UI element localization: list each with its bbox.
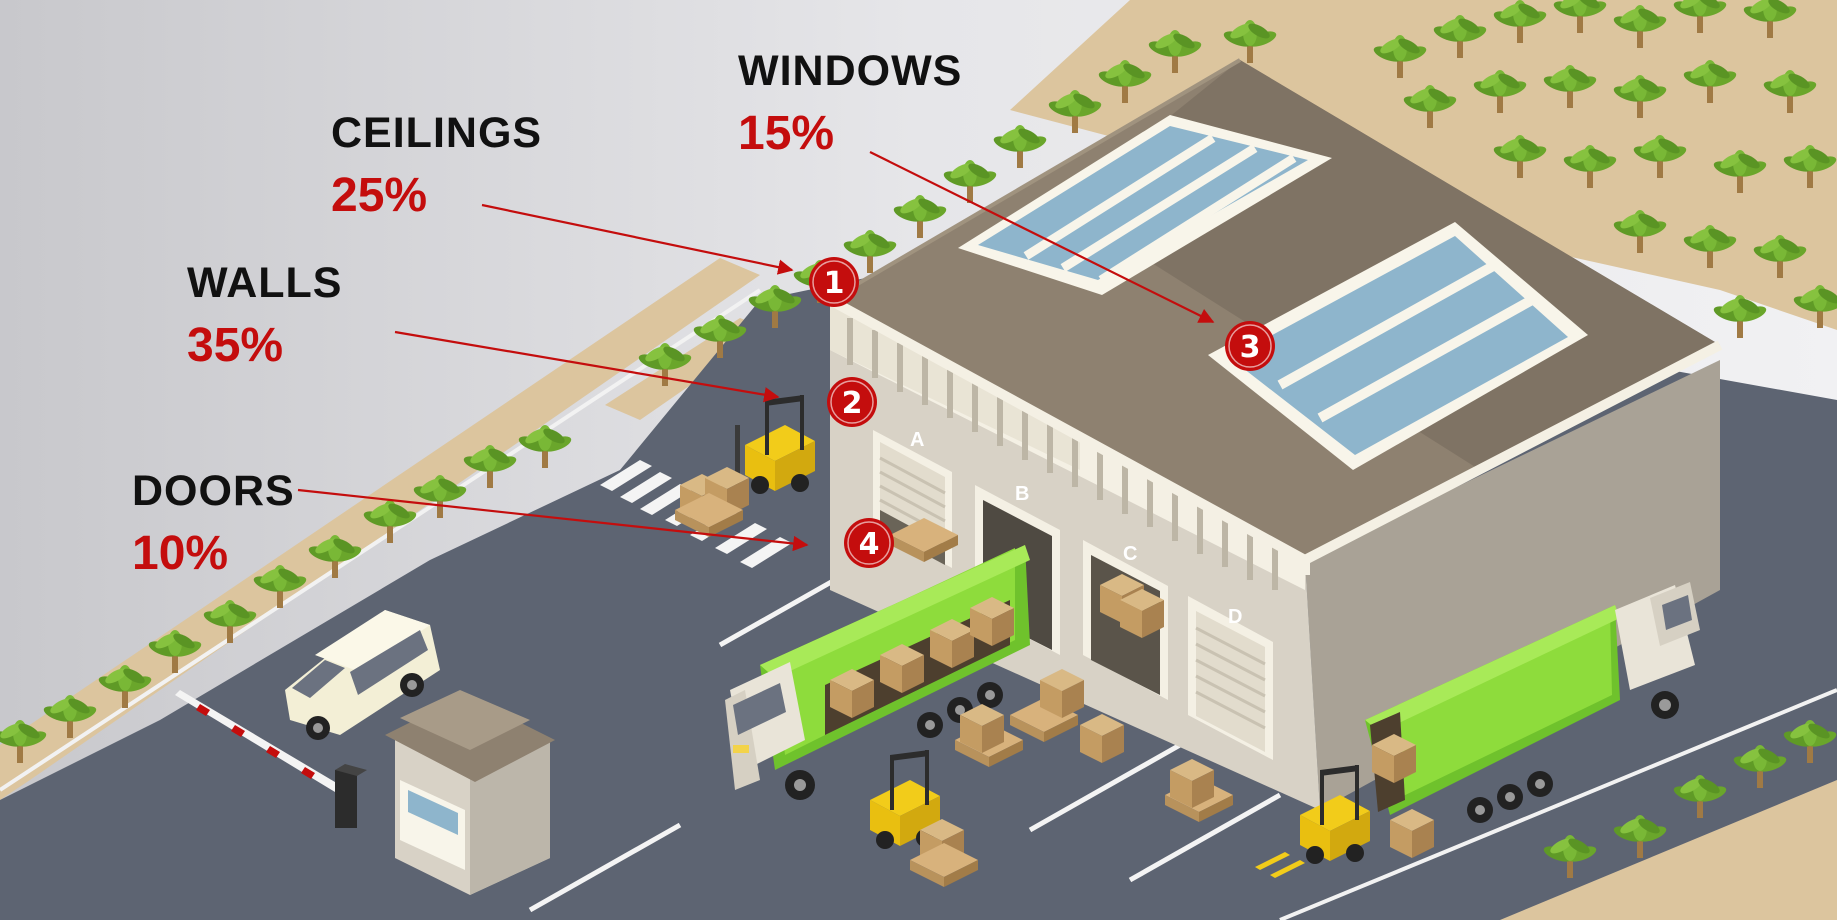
arrow-doors <box>297 488 809 552</box>
label-doors: DOORS 10% <box>132 470 295 578</box>
label-ceilings: CEILINGS 25% <box>331 112 542 220</box>
truck-icon <box>725 545 1030 800</box>
badge-1: 1 <box>809 257 859 307</box>
barrier-gate-icon <box>175 690 367 828</box>
badge-2: 2 <box>827 377 877 427</box>
badge-number: 2 <box>842 386 863 421</box>
forklift-icon <box>1255 765 1370 878</box>
badge-3: 3 <box>1225 321 1275 371</box>
badge-4: 4 <box>844 518 894 568</box>
label-windows-percent: 15% <box>738 107 835 160</box>
skylight-1 <box>958 115 1332 295</box>
label-walls-percent: 35% <box>187 319 284 372</box>
forklift-icon <box>735 395 815 494</box>
label-doors-name: DOORS <box>132 467 295 515</box>
badge-number: 1 <box>824 266 845 301</box>
arrow-windows <box>869 151 1215 323</box>
dock-door-d: D <box>1188 596 1273 760</box>
label-walls: WALLS 35% <box>187 262 342 370</box>
label-walls-name: WALLS <box>187 259 343 307</box>
arrow-ceilings <box>481 203 794 275</box>
dock-door-letter: D <box>1228 606 1242 628</box>
dock-door-letter: B <box>1015 483 1029 505</box>
van-icon <box>285 610 440 740</box>
dock-door-letter: A <box>910 429 924 451</box>
arrow-walls <box>394 330 780 403</box>
label-ceilings-percent: 25% <box>331 169 428 222</box>
warehouse-icon: A B C D <box>827 58 1723 810</box>
label-windows-name: WINDOWS <box>738 47 963 95</box>
guard-booth-icon <box>385 690 555 895</box>
label-ceilings-name: CEILINGS <box>331 109 543 157</box>
skylight-2 <box>1208 222 1588 470</box>
truck-icon <box>1365 582 1700 823</box>
badge-number: 3 <box>1240 330 1261 365</box>
badge-number: 4 <box>859 527 880 562</box>
label-doors-percent: 10% <box>132 527 229 580</box>
dock-door-letter: C <box>1123 543 1137 565</box>
callout-arrows <box>297 151 1215 552</box>
label-windows: WINDOWS 15% <box>738 50 962 158</box>
